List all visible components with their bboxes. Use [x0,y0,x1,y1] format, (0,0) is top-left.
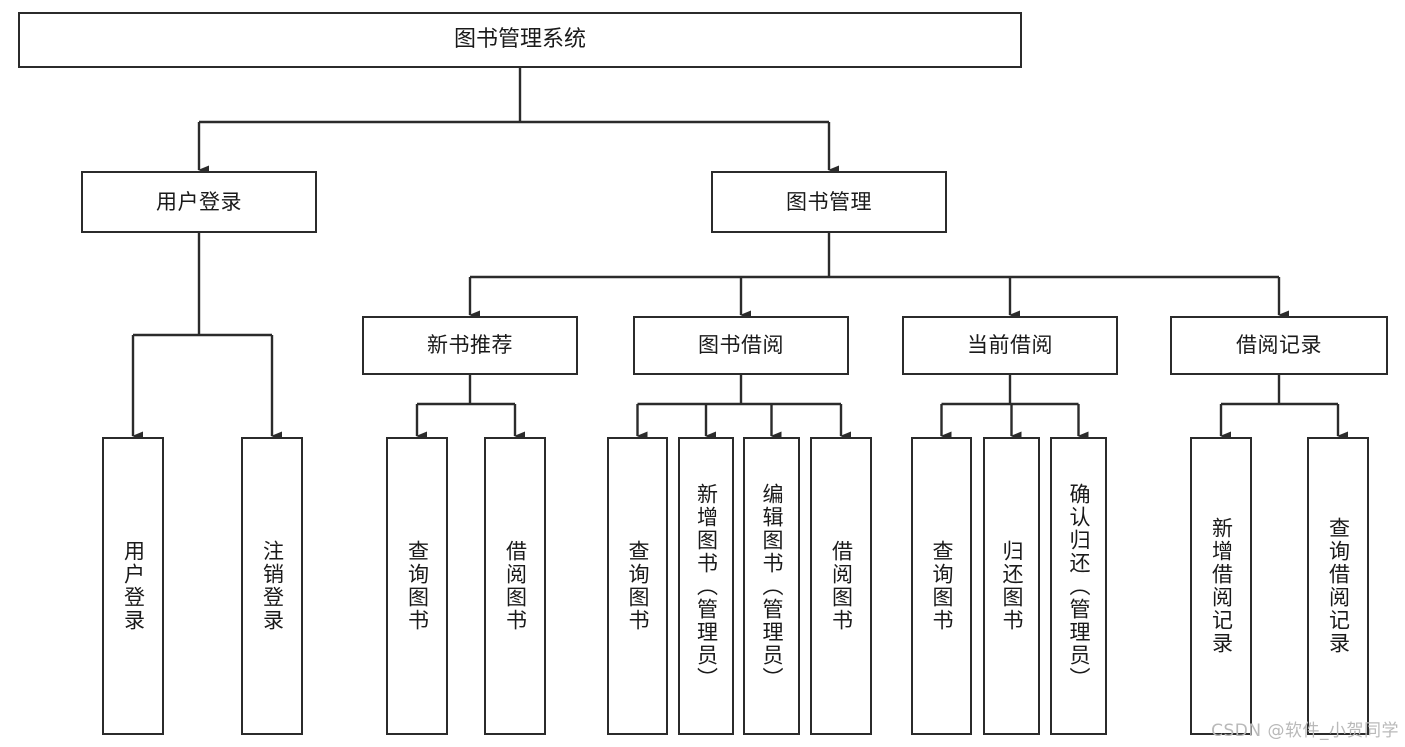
node-leaf-user-logout[interactable]: 注销登录 [241,437,303,735]
node-label: 图书借阅 [698,333,784,358]
node-user-login[interactable]: 用户登录 [81,171,317,233]
node-book-borrow[interactable]: 图书借阅 [633,316,849,375]
node-label: 注销登录 [260,540,285,632]
node-label: 查询图书 [405,540,430,632]
node-label: 新书推荐 [427,333,513,358]
node-leaf-newbook-query[interactable]: 查询图书 [386,437,448,735]
node-leaf-borrow-edit-book[interactable]: 编辑图书（管理员） [743,437,800,735]
node-leaf-borrow-add-book[interactable]: 新增图书（管理员） [678,437,734,735]
node-leaf-current-query[interactable]: 查询图书 [911,437,972,735]
node-root[interactable]: 图书管理系统 [18,12,1022,68]
node-label: 确认归还（管理员） [1067,482,1091,690]
node-label: 借阅图书 [503,540,528,632]
node-label: 图书管理系统 [453,27,586,53]
node-label: 借阅记录 [1236,333,1322,358]
node-label: 编辑图书（管理员） [760,482,784,690]
watermark-csdn: CSDN @软件_小贺同学 [1211,721,1399,741]
node-leaf-newbook-borrow[interactable]: 借阅图书 [484,437,546,735]
node-label: 当前借阅 [967,333,1053,358]
node-label: 新增借阅记录 [1209,517,1234,655]
node-leaf-borrow-borrow-book[interactable]: 借阅图书 [810,437,872,735]
node-label: 查询图书 [930,540,954,632]
node-current-borrow[interactable]: 当前借阅 [902,316,1118,375]
node-leaf-user-login[interactable]: 用户登录 [102,437,164,735]
node-leaf-record-add[interactable]: 新增借阅记录 [1190,437,1252,735]
node-label: 归还图书 [1000,540,1024,632]
node-label: 新增图书（管理员） [694,482,719,690]
node-book-management[interactable]: 图书管理 [711,171,947,233]
node-new-book-recommend[interactable]: 新书推荐 [362,316,578,375]
node-label: 查询借阅记录 [1326,517,1351,655]
node-label: 借阅图书 [829,540,854,632]
node-leaf-record-query[interactable]: 查询借阅记录 [1307,437,1369,735]
node-label: 用户登录 [121,540,146,632]
node-leaf-current-confirm-return[interactable]: 确认归还（管理员） [1050,437,1107,735]
node-label: 用户登录 [156,189,242,214]
node-label: 图书管理 [786,189,872,214]
node-borrow-record[interactable]: 借阅记录 [1170,316,1388,375]
node-label: 查询图书 [626,540,650,632]
node-leaf-borrow-query[interactable]: 查询图书 [607,437,668,735]
node-leaf-current-return[interactable]: 归还图书 [983,437,1040,735]
